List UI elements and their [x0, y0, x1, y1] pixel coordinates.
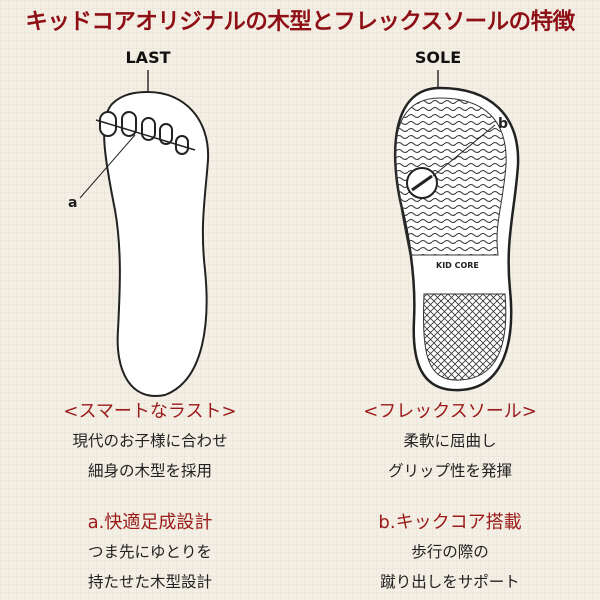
- feature-text: 持たせた木型設計: [87, 573, 212, 591]
- feature-b: b.キックコア搭載 歩行の際の 蹴り出しをサポート: [300, 509, 600, 597]
- last-label: LAST: [125, 48, 171, 67]
- marker-b-line: [432, 124, 496, 177]
- heel-pattern: [423, 293, 507, 381]
- feature-heading: <フレックスソール>: [363, 401, 537, 422]
- feature-heading: a.快適足成設計: [87, 512, 213, 533]
- shoe-diagram: a b KID CORE: [68, 70, 520, 397]
- feature-text: 細身の木型を採用: [87, 462, 212, 480]
- feature-smart-last: <スマートなラスト> 現代のお子様に合わせ 細身の木型を採用: [0, 398, 300, 486]
- sole-brand: KID CORE: [436, 261, 479, 270]
- feature-a: a.快適足成設計 つま先にゆとりを 持たせた木型設計: [0, 509, 300, 597]
- feature-text: 蹴り出しをサポート: [380, 573, 520, 591]
- feature-text: グリップ性を発揮: [387, 462, 512, 480]
- feature-text: 柔軟に屈曲し: [403, 432, 497, 450]
- tread-pattern: [394, 97, 507, 256]
- marker-a: a: [68, 195, 77, 211]
- feature-heading: b.キックコア搭載: [378, 512, 522, 533]
- feature-heading: <スマートなラスト>: [63, 401, 237, 422]
- feature-flex-sole: <フレックスソール> 柔軟に屈曲し グリップ性を発揮: [300, 398, 600, 486]
- marker-b: b: [498, 116, 508, 132]
- marker-a-line: [79, 134, 136, 199]
- toe-width-arrow: [95, 119, 196, 151]
- feature-text: つま先にゆとりを: [87, 543, 212, 561]
- page-title: キッドコアオリジナルの木型とフレックスソールの特徴: [25, 9, 575, 35]
- sole-label: SOLE: [414, 48, 462, 67]
- feature-text: 歩行の際の: [411, 543, 489, 561]
- feature-text: 現代のお子様に合わせ: [72, 432, 228, 450]
